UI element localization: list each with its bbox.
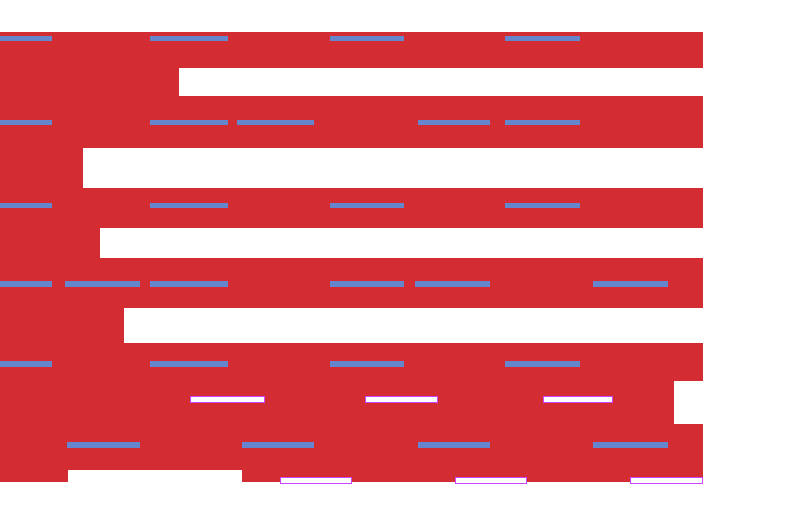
text-marker-4[interactable]: [415, 281, 490, 287]
text-marker-0[interactable]: [0, 361, 52, 367]
redaction-band-12: [0, 470, 68, 482]
text-marker-5[interactable]: [593, 281, 668, 287]
text-marker-3[interactable]: [418, 120, 490, 125]
highlight-marker-2[interactable]: [630, 477, 703, 484]
line-gap-5: [674, 381, 703, 424]
redaction-band-2: [0, 68, 179, 96]
text-marker-0[interactable]: [67, 442, 140, 448]
line-gap-2: [83, 148, 799, 188]
text-marker-1[interactable]: [242, 442, 314, 448]
text-marker-0[interactable]: [0, 281, 52, 287]
text-marker-0[interactable]: [0, 203, 52, 208]
text-marker-3[interactable]: [330, 281, 404, 287]
text-marker-1[interactable]: [150, 203, 228, 208]
text-marker-2[interactable]: [330, 203, 404, 208]
redaction-band-8: [0, 308, 124, 343]
text-marker-1[interactable]: [150, 361, 228, 367]
highlight-marker-1[interactable]: [455, 477, 527, 484]
text-marker-2[interactable]: [330, 36, 404, 41]
text-marker-2[interactable]: [418, 442, 490, 448]
text-marker-3[interactable]: [505, 203, 580, 208]
redaction-band-6: [0, 228, 100, 258]
text-marker-2[interactable]: [330, 361, 404, 367]
line-gap-1: [179, 68, 703, 96]
redaction-band-4: [0, 148, 83, 188]
line-gap-3: [100, 228, 703, 258]
redaction-band-13: [242, 470, 703, 482]
text-marker-3[interactable]: [505, 36, 580, 41]
line-gap-6: [68, 470, 242, 482]
text-marker-0[interactable]: [0, 120, 52, 125]
text-marker-3[interactable]: [505, 361, 580, 367]
redaction-band-5: [0, 188, 703, 228]
text-marker-1[interactable]: [150, 36, 228, 41]
text-marker-1[interactable]: [65, 281, 140, 287]
line-gap-4: [124, 308, 703, 343]
text-marker-3[interactable]: [593, 442, 668, 448]
redaction-band-3: [0, 96, 703, 148]
text-marker-0[interactable]: [0, 36, 52, 41]
highlight-marker-1[interactable]: [365, 396, 438, 403]
text-marker-2[interactable]: [237, 120, 314, 125]
text-marker-1[interactable]: [150, 120, 228, 125]
text-marker-2[interactable]: [150, 281, 228, 287]
text-marker-4[interactable]: [505, 120, 580, 125]
highlight-marker-0[interactable]: [190, 396, 265, 403]
highlight-marker-0[interactable]: [280, 477, 352, 484]
highlight-marker-2[interactable]: [543, 396, 613, 403]
